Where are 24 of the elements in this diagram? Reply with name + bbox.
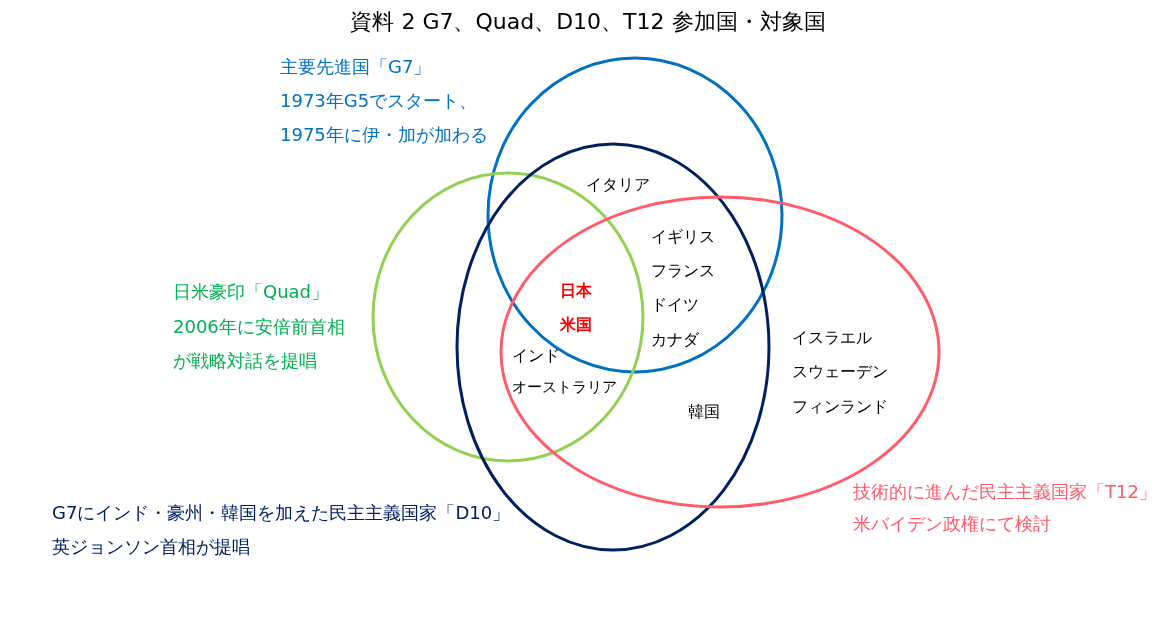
venn-ellipse [485, 55, 785, 375]
country-name: イスラエル [792, 328, 872, 348]
country-name: イタリア [586, 175, 650, 195]
country-name: フィンランド [792, 397, 888, 417]
set-description: 1973年G5でスタート、1975年に伊・加が加わる [280, 89, 489, 147]
country-name: カナダ [651, 330, 699, 350]
country-name: インド [512, 346, 560, 366]
title: 資料 2 G7、Quad、D10、T12 参加国・対象国 [349, 8, 827, 36]
set-description: 英ジョンソン首相が提唱 [52, 536, 250, 558]
country-name: オーストラリア [512, 378, 617, 396]
country-name: ドイツ [651, 295, 699, 315]
set-description: 米バイデン政権にて検討 [853, 513, 1051, 535]
country-name: フランス [651, 261, 715, 281]
venn-ellipse [498, 194, 942, 510]
set-heading: 主要先進国「G7」 [280, 56, 432, 78]
set-description: 2006年に安倍前首相が戦略対話を提唱 [173, 315, 346, 373]
country-name: 韓国 [688, 402, 720, 422]
country-name: イギリス [651, 227, 715, 247]
set-heading: G7にインド・豪州・韓国を加えた民主主義国家「D10」 [52, 502, 511, 524]
set-heading: 技術的に進んだ民主主義国家「T12」 [853, 481, 1157, 503]
country-name: 日本 [560, 281, 592, 301]
country-name: 米国 [560, 315, 592, 335]
set-heading: 日米豪印「Quad」 [173, 281, 330, 303]
country-name: スウェーデン [792, 362, 888, 382]
